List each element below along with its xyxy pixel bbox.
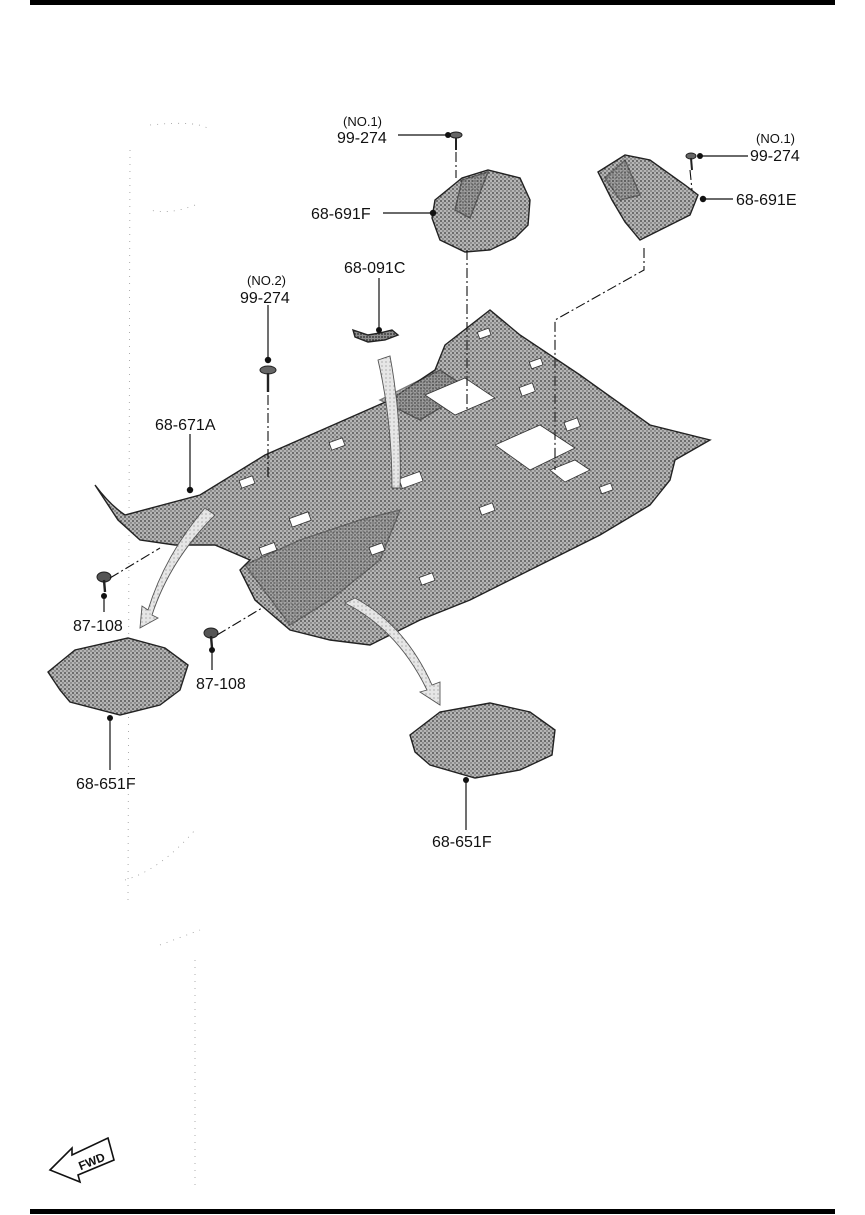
label-mid-left-part: 99-274: [240, 290, 290, 307]
label-cover-left: 68-691F: [311, 206, 371, 223]
screw-icon-right[interactable]: [685, 152, 697, 171]
label-mat-left: 68-651F: [76, 776, 136, 793]
push-clip-icon-left[interactable]: [96, 571, 112, 593]
label-clip-left: 87-108: [73, 618, 123, 635]
top-border: [30, 0, 835, 5]
label-top-center-note: (NO.1): [343, 114, 382, 129]
clip-68-091c[interactable]: [351, 328, 400, 343]
mat-left-arrow: [139, 507, 216, 629]
fwd-arrow-icon: FWD: [48, 1136, 115, 1184]
scan-guides: [124, 122, 211, 1190]
label-clip-center: 68-091C: [344, 260, 405, 277]
label-mid-left-note: (NO.2): [247, 273, 286, 288]
label-top-center-part: 99-274: [337, 130, 387, 147]
label-top-right-part: 99-274: [750, 148, 800, 165]
leader-lines: [101, 132, 748, 830]
screw-icon-no2[interactable]: [259, 365, 277, 392]
push-clip-icon-mid[interactable]: [203, 627, 219, 649]
bottom-border: [30, 1209, 835, 1214]
mat-right-arrow: [344, 597, 441, 706]
label-cover-right: 68-691E: [736, 192, 797, 209]
main-floor-carpet[interactable]: [94, 309, 712, 646]
clip-center-arrow: [377, 355, 401, 489]
floor-mat-right[interactable]: [409, 702, 556, 779]
screw-icon[interactable]: [449, 131, 463, 150]
cover-68-691f[interactable]: [431, 169, 531, 253]
assembly-lines: [109, 152, 693, 636]
cover-68-691e[interactable]: [597, 154, 699, 241]
label-top-right-note: (NO.1): [756, 131, 795, 146]
label-clip-mid: 87-108: [196, 676, 246, 693]
floor-mat-left[interactable]: [47, 637, 189, 716]
label-mat-right: 68-651F: [432, 834, 492, 851]
label-main-carpet: 68-671A: [155, 417, 216, 434]
